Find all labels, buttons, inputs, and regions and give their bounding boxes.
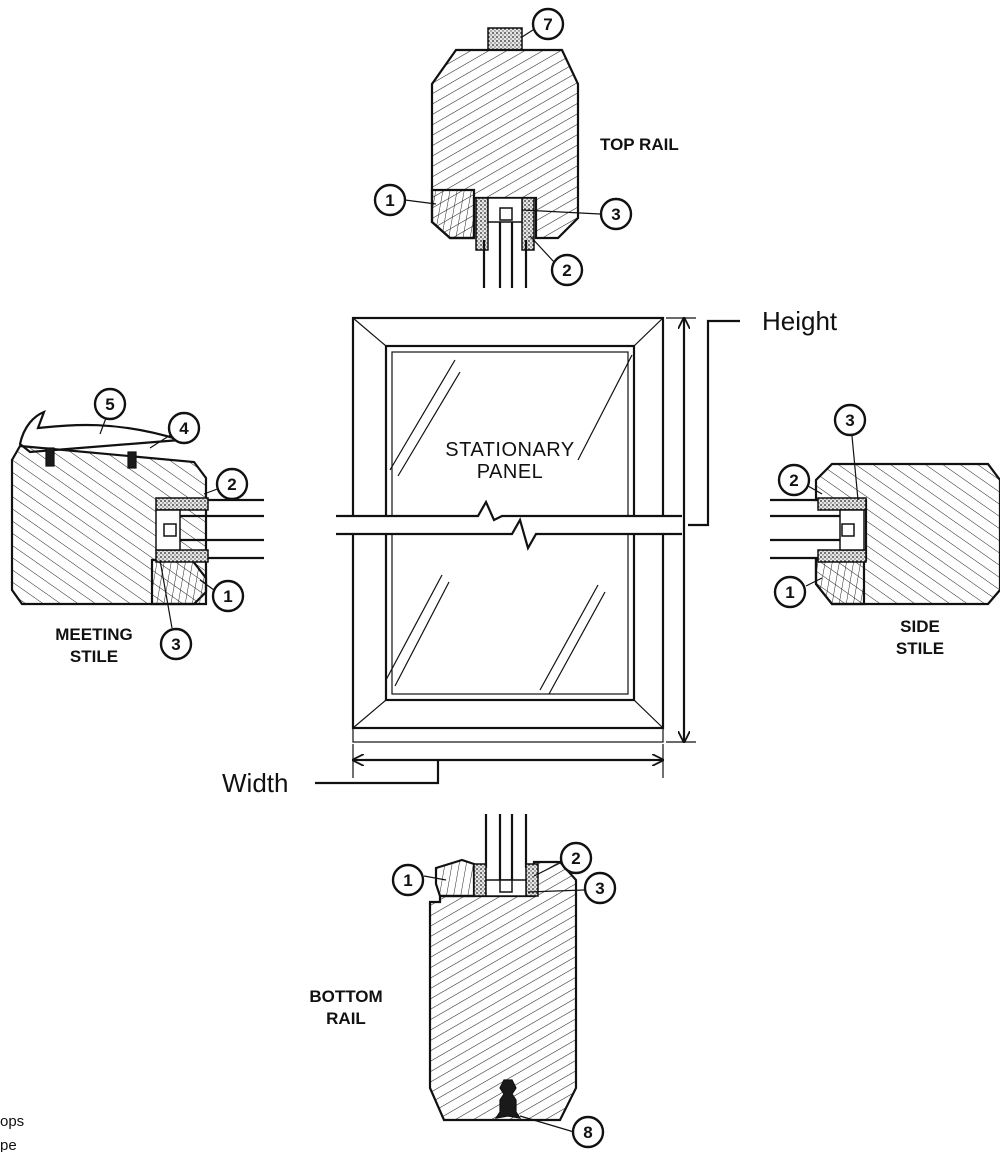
meeting-tape-bottom [155, 549, 209, 563]
callout-4: 4 [179, 419, 189, 438]
callout-2-bottom: 2 [571, 849, 580, 868]
label-meeting: MEETING [55, 625, 132, 644]
callout-2-meet: 2 [227, 475, 236, 494]
weatherstrip-7 [487, 27, 523, 51]
label-height: Height [762, 306, 838, 336]
callout-3-top: 3 [611, 205, 620, 224]
callout-3-meet: 3 [171, 635, 180, 654]
meeting-tape-top [155, 497, 209, 511]
top-glazing-tape-left [475, 197, 489, 251]
top-rail-section: 7 1 3 2 TOP RAIL [373, 7, 679, 288]
meeting-glazing-bead [150, 558, 208, 606]
dimensions: Height Width [222, 306, 838, 798]
callout-2-top: 2 [562, 261, 571, 280]
label-rail-bottom: RAIL [326, 1009, 366, 1028]
bottom-tape-left [473, 863, 487, 897]
callout-8: 8 [583, 1123, 592, 1142]
label-panel: PANEL [477, 461, 544, 483]
label-stile-side: STILE [896, 639, 944, 658]
bottom-glazing-bead [434, 858, 476, 898]
side-glazing-bead [814, 558, 866, 606]
side-tape-top [817, 497, 867, 511]
side-tape-bottom [817, 549, 867, 563]
callout-1-bottom: 1 [403, 871, 412, 890]
callout-1-meet: 1 [223, 587, 232, 606]
footnote-line-1: ops [0, 1113, 24, 1130]
callout-3-side: 3 [845, 411, 854, 430]
label-stationary: STATIONARY [445, 439, 574, 461]
top-glazing-tape-right [521, 197, 535, 251]
label-bottom: BOTTOM [309, 987, 382, 1006]
top-glazing-bead [430, 188, 476, 240]
callout-3-bottom: 3 [595, 879, 604, 898]
callout-7 [531, 7, 565, 41]
footnote-line-2: pe [0, 1137, 17, 1152]
bottom-rail-section: 1 2 3 8 BOTTOM RAIL [309, 814, 617, 1149]
side-stile-section: 3 2 1 SIDE STILE [770, 403, 1000, 658]
callout-5: 5 [105, 395, 114, 414]
label-side: SIDE [900, 617, 940, 636]
callout-7-label: 7 [543, 15, 552, 34]
callout-1-top: 1 [385, 191, 394, 210]
callout-1-side: 1 [785, 583, 794, 602]
callout-2-side: 2 [789, 471, 798, 490]
label-top-rail: TOP RAIL [600, 135, 679, 154]
label-width: Width [222, 768, 288, 798]
top-spacer [499, 207, 513, 221]
stationary-panel: STATIONARY PANEL [336, 316, 682, 743]
label-stile-meet: STILE [70, 647, 118, 666]
meeting-stile-section: 5 4 2 1 3 MEETING STILE [10, 387, 264, 666]
